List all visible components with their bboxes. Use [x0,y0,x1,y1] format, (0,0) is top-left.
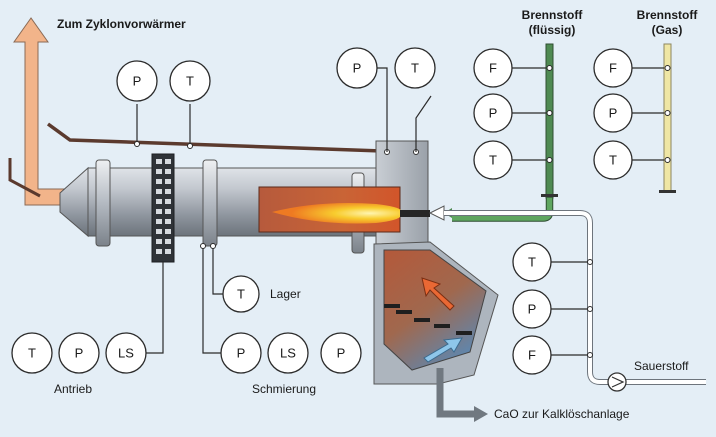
sensor-top-pressure-label: P [133,74,142,89]
fuel-gas-label-line2: (Gas) [652,23,683,37]
sensor-bearing-temperature [222,275,260,313]
sensor-lube-pressure-1 [220,332,262,374]
sensor-fuel-liquid-temperature-label: T [489,153,497,168]
oxygen-inlet-arrow-icon [428,205,445,221]
fuel-gas-pipe [659,43,676,193]
product-arrow-icon [474,406,488,422]
sensor-oxygen-flow [512,335,552,375]
junction-dots [134,65,671,358]
sensor-lube-pressure-2 [320,332,362,374]
sensor-drive-level-switch-label: LS [118,346,134,361]
signal-lines [136,67,664,356]
left-bracket [8,158,41,198]
sensor-fuel-liquid-pressure-label: P [489,106,498,121]
sensor-fuel-gas-pressure [593,93,633,133]
sensor-drive-pressure [58,332,100,374]
sensor-fuel-liquid-temperature [473,140,513,180]
burner-nozzle [400,210,430,217]
air-flow-arrow-icon [423,337,463,363]
product-label: CaO zur Kalklöschanlage [494,407,630,421]
drive-label: Antrieb [54,382,92,396]
sensor-fuel-liquid-flow-label: F [489,61,497,76]
oxygen-pipe [444,211,706,384]
sensor-lube-level-switch [267,332,309,374]
sensor-hood-pressure [336,47,378,89]
sensor-lube-level-switch-label: LS [280,346,296,361]
sensor-lube-pressure-2-label: P [337,346,346,361]
girth-gear [151,153,175,263]
sensor-fuel-gas-flow [593,48,633,88]
lubrication-label: Schmierung [252,382,316,396]
sensor-fuel-liquid-flow [473,48,513,88]
top-duct [46,122,383,153]
sensor-lube-pressure-1-label: P [237,346,246,361]
sensor-drive-pressure-label: P [75,346,84,361]
sensor-top-temperature [169,60,211,102]
product-outlet-pipe [436,368,476,418]
fuel-liquid-label-line2: (flüssig) [529,23,576,37]
sensor-oxygen-pressure-label: P [528,302,537,317]
sensor-top-pressure [116,60,158,102]
sensor-fuel-gas-pressure-label: P [609,106,618,121]
sensor-oxygen-flow-label: F [528,348,536,363]
sensor-drive-temperature [11,332,53,374]
sensor-oxygen-pressure [512,289,552,329]
bearing-label: Lager [270,287,301,301]
sensor-top-temperature-label: T [186,74,194,89]
exhaust-label: Zum Zyklonvorwärmer [57,17,186,31]
sensor-hood-temperature-label: T [411,61,419,76]
oxygen-label: Sauerstoff [634,359,689,373]
clinker-cooler [373,241,499,385]
sensor-fuel-gas-flow-label: F [609,61,617,76]
sensor-bearing-temperature-label: T [237,287,245,302]
fuel-liquid-label-line1: Brennstoff [522,8,584,22]
sensor-drive-temperature-label: T [28,346,36,361]
sensor-oxygen-temperature-label: T [528,255,536,270]
material-flow-arrow-icon [421,277,455,311]
exhaust-pipe [13,17,76,206]
sensor-fuel-liquid-pressure [473,93,513,133]
sensor-hood-temperature [394,47,436,89]
sensor-hood-pressure-label: P [353,61,362,76]
flame-icon [272,203,403,224]
sensor-drive-level-switch [105,332,147,374]
sensor-oxygen-temperature [512,242,552,282]
fuel-gas-label-line1: Brennstoff [637,8,699,22]
sensor-fuel-gas-temperature-label: T [609,153,617,168]
sensor-fuel-gas-temperature [593,140,633,180]
